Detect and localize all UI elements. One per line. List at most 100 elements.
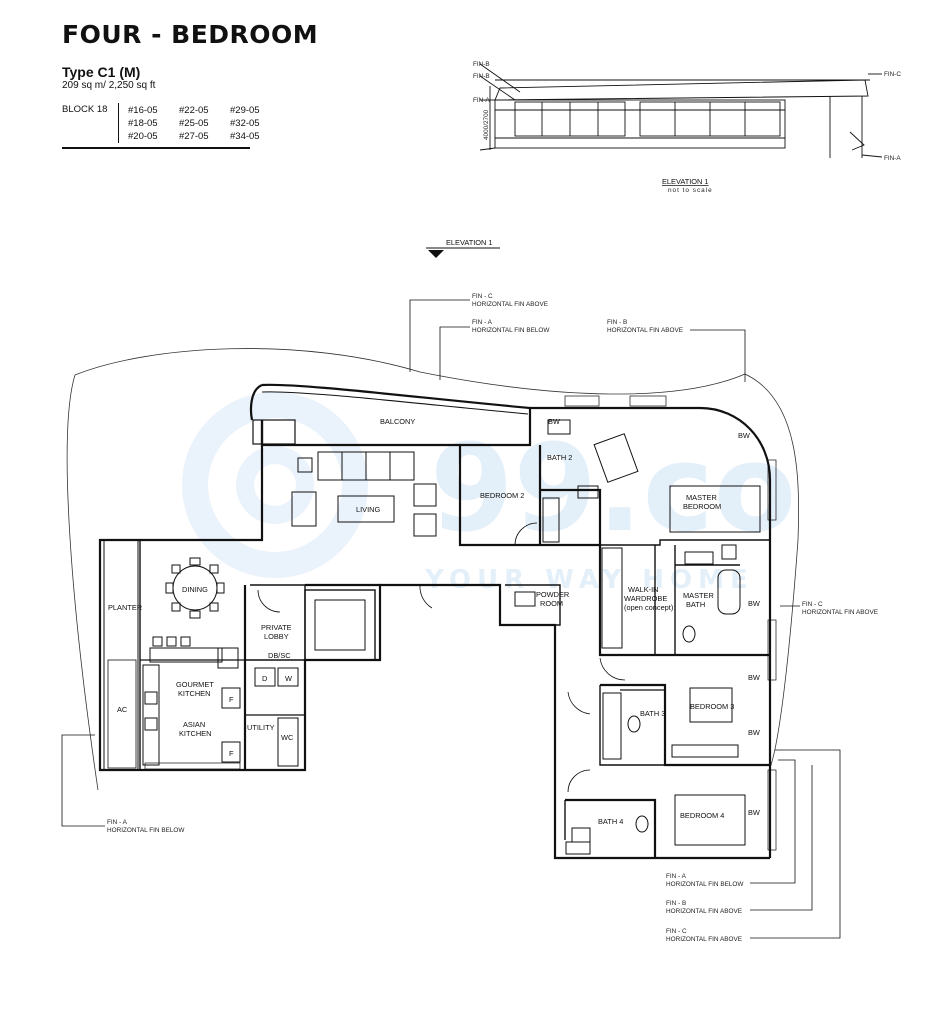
room-label-private-lobby: LOBBY xyxy=(264,632,289,641)
washer xyxy=(277,667,299,687)
unit-area: 209 sq m/ 2,250 sq ft xyxy=(62,80,156,91)
fin-note-c-top: FIN - C xyxy=(472,293,493,300)
db-sc-box xyxy=(217,647,239,669)
cabinet-x xyxy=(565,841,591,855)
fin-note-a-top: HORIZONTAL FIN BELOW xyxy=(472,327,550,334)
label-dryer: D xyxy=(262,674,267,683)
leader-fin-a-top xyxy=(439,326,470,380)
fin-note-a-top: FIN - A xyxy=(472,319,493,326)
fin-note-c-bottom: HORIZONTAL FIN ABOVE xyxy=(666,936,742,943)
bathtub xyxy=(717,569,741,615)
toilet xyxy=(635,815,649,833)
fin-note-a-left: FIN - A xyxy=(107,819,128,826)
fin-note-a-bottom: FIN - A xyxy=(666,873,687,880)
bedroom2-closet xyxy=(542,497,560,543)
bedroom3-wardrobe xyxy=(671,744,739,758)
label-bw: BW xyxy=(748,673,760,682)
room-label-bedroom4: BEDROOM 4 xyxy=(680,811,724,820)
bath3-wall xyxy=(599,685,665,766)
unit-number: #22-05 xyxy=(179,105,209,116)
dining-set xyxy=(165,557,225,619)
room-label-master-bedroom: BEDROOM xyxy=(683,502,721,511)
cabinet-x xyxy=(721,544,737,560)
label-bw: BW xyxy=(548,417,560,426)
bay-window xyxy=(629,395,667,407)
elevation-canopy xyxy=(494,79,869,101)
door-swing xyxy=(599,657,626,681)
room-label-powder-room: POWDER xyxy=(536,590,569,599)
unit-number: #32-05 xyxy=(230,118,260,129)
powder-room-wall xyxy=(505,584,561,626)
dryer xyxy=(254,667,276,687)
master-bath-vanity xyxy=(684,551,714,565)
label-fridge: F xyxy=(229,695,234,704)
dining-chair xyxy=(171,602,181,612)
elevation-leader xyxy=(861,154,883,158)
room-label-ac: AC xyxy=(117,705,128,714)
window xyxy=(767,769,777,851)
window xyxy=(767,619,777,681)
room-label-bath3: BATH 3 xyxy=(640,709,665,718)
kitchen-counter xyxy=(142,664,160,766)
page-title: FOUR - BEDROOM xyxy=(62,20,319,49)
dining-chair xyxy=(171,564,181,574)
armchair xyxy=(413,513,437,537)
room-label-powder-room: ROOM xyxy=(540,599,563,608)
elevation-fin xyxy=(849,131,865,151)
room-label-bedroom2: BEDROOM 2 xyxy=(480,491,524,500)
walls xyxy=(98,383,772,860)
fridge xyxy=(221,741,241,763)
elevation-fin-tag: FIN-B xyxy=(473,73,490,80)
doors xyxy=(257,522,626,793)
bedroom3-wall xyxy=(600,683,770,767)
powder-basin xyxy=(514,591,536,607)
elevation-fin-tag: FIN-B xyxy=(473,61,490,68)
bedroom3-bed xyxy=(689,687,733,723)
room-label-master-bedroom: MASTER xyxy=(686,493,717,502)
armchair xyxy=(413,483,437,507)
elevation-marker-label: ELEVATION 1 xyxy=(446,238,493,247)
label-bw: BW xyxy=(748,808,760,817)
toilet xyxy=(627,715,641,733)
unit-number: #20-05 xyxy=(128,131,158,142)
lounge-chair xyxy=(593,433,639,483)
room-label-utility: UTILITY xyxy=(247,723,275,732)
kitchen-fixtures xyxy=(142,636,299,767)
door-swing xyxy=(257,589,281,613)
elevation-dimension: 4000/2700 xyxy=(483,109,490,140)
fin-note-a-left: HORIZONTAL FIN BELOW xyxy=(107,827,185,834)
elevation-fin-tag: FIN-A xyxy=(884,155,901,162)
living-furniture xyxy=(291,451,437,537)
room-label-db-sc: DB/SC xyxy=(268,651,291,660)
elevation-subtitle: not to scale xyxy=(668,187,713,194)
balcony-parapet xyxy=(261,383,531,410)
label-washer: W xyxy=(285,674,292,683)
room-label-asian-kitchen: KITCHEN xyxy=(179,729,211,738)
elevation-leader xyxy=(479,147,496,151)
wc-room xyxy=(277,717,299,767)
side-table xyxy=(297,457,313,473)
bedroom2-wall xyxy=(460,408,532,447)
fin-note-c-top: HORIZONTAL FIN ABOVE xyxy=(472,301,548,308)
fin-note-a-bottom: HORIZONTAL FIN BELOW xyxy=(666,881,744,888)
ac-ledge xyxy=(107,659,137,769)
fridge xyxy=(221,687,241,709)
bar-stool xyxy=(180,636,191,647)
bedroom4-bed xyxy=(674,794,746,846)
unit-number: #34-05 xyxy=(230,131,260,142)
door-swing xyxy=(567,769,591,793)
label-bw: BW xyxy=(748,599,760,608)
header-rule xyxy=(62,147,250,149)
lift-core xyxy=(304,589,376,661)
fin-note-c-bottom: FIN - C xyxy=(666,928,687,935)
dining-chair xyxy=(165,582,174,594)
master-suite-wall xyxy=(598,545,770,657)
kitchen-island xyxy=(149,647,223,663)
lift-shaft xyxy=(314,599,366,651)
watermark: 99.co YOUR WAY HOME xyxy=(182,392,796,595)
block-label: BLOCK 18 xyxy=(62,104,108,115)
unit-type: Type C1 (M) xyxy=(62,64,141,80)
room-label-master-bath: BATH xyxy=(686,600,705,609)
elevation-marker-arrow-icon xyxy=(428,250,444,258)
